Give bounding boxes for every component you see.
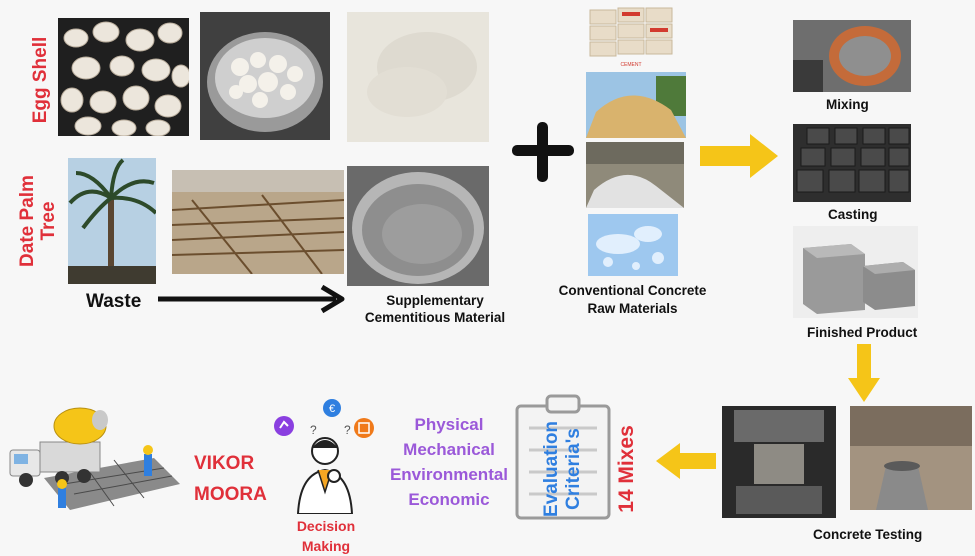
powder-image — [347, 12, 489, 142]
compression-test-photo — [722, 406, 836, 518]
clipboard-icon — [515, 394, 611, 520]
waste-arrow — [158, 284, 345, 314]
gravel-image — [586, 142, 684, 208]
criteria-item: Environmental — [389, 465, 509, 484]
press-image — [722, 406, 836, 518]
mixing-label: Mixing — [826, 97, 869, 112]
plus-icon — [512, 122, 574, 182]
egg-shell-photo — [58, 18, 189, 136]
cement-bags-image: CEMENT — [586, 2, 678, 70]
criteria-item: Mechanical — [403, 440, 495, 459]
palm-waste-image — [172, 170, 344, 274]
sand-photo — [586, 72, 686, 138]
slump-test-photo — [850, 406, 972, 510]
mixer-image — [793, 20, 911, 92]
finished-product-label: Finished Product — [807, 325, 918, 340]
cement-bags-photo: CEMENT — [586, 2, 678, 70]
sand-image — [586, 72, 686, 138]
yellow-arrow-right — [700, 134, 778, 178]
criteria-item: Economic — [408, 490, 490, 509]
waste-label: Waste — [86, 291, 142, 312]
palm-tree-photo — [68, 158, 156, 284]
egg-shells-image — [58, 18, 189, 136]
method-moora: MOORA — [194, 484, 267, 505]
molds-image — [793, 124, 911, 202]
currency-icon-glyph: € — [329, 403, 335, 415]
methods-list: VIKOR MOORA — [194, 448, 267, 510]
cement-bag-text: CEMENT — [620, 62, 641, 68]
criteria-item: Physical — [414, 415, 484, 434]
yellow-arrow-left — [656, 443, 716, 479]
cubes-image — [793, 226, 918, 318]
thinking-person-icon: € ? ? — [274, 399, 374, 514]
concrete-testing-label: Concrete Testing — [813, 527, 923, 542]
water-photo — [588, 214, 678, 276]
egg-shell-label: Egg Shell — [30, 36, 51, 124]
decision-making-label: Decision Making — [296, 518, 356, 554]
svg-text:?: ? — [310, 423, 317, 437]
yellow-arrow-down — [848, 344, 880, 402]
water-image — [588, 214, 678, 276]
svg-text:?: ? — [344, 423, 351, 437]
ash-bowl-image — [347, 166, 489, 286]
egg-powder-photo — [347, 12, 489, 142]
gravel-photo — [586, 142, 684, 208]
palm-image — [68, 158, 156, 284]
casting-photo — [793, 124, 911, 202]
mixer-truck-illustration — [9, 407, 180, 510]
evaluation-criteria-label: Evaluation Criteria's — [541, 420, 584, 518]
raw-materials-label: Conventional Concrete Raw Materials — [558, 283, 707, 316]
finished-product-photo — [793, 226, 918, 318]
mixes-label: 14 Mixes — [615, 425, 638, 513]
method-vikor: VIKOR — [194, 453, 255, 474]
casting-label: Casting — [828, 207, 878, 222]
scm-label: Supplementary Cementitious Material — [364, 293, 506, 325]
palm-waste-photo — [172, 170, 344, 274]
criteria-list: Physical Mechanical Environmental Econom… — [384, 412, 514, 512]
date-palm-label: Date Palm Tree — [17, 175, 59, 267]
bowl-image — [200, 12, 330, 140]
mixing-photo — [793, 20, 911, 92]
palm-ash-photo — [347, 166, 489, 286]
slump-image — [850, 406, 972, 510]
egg-shell-bowl-photo — [200, 12, 330, 140]
